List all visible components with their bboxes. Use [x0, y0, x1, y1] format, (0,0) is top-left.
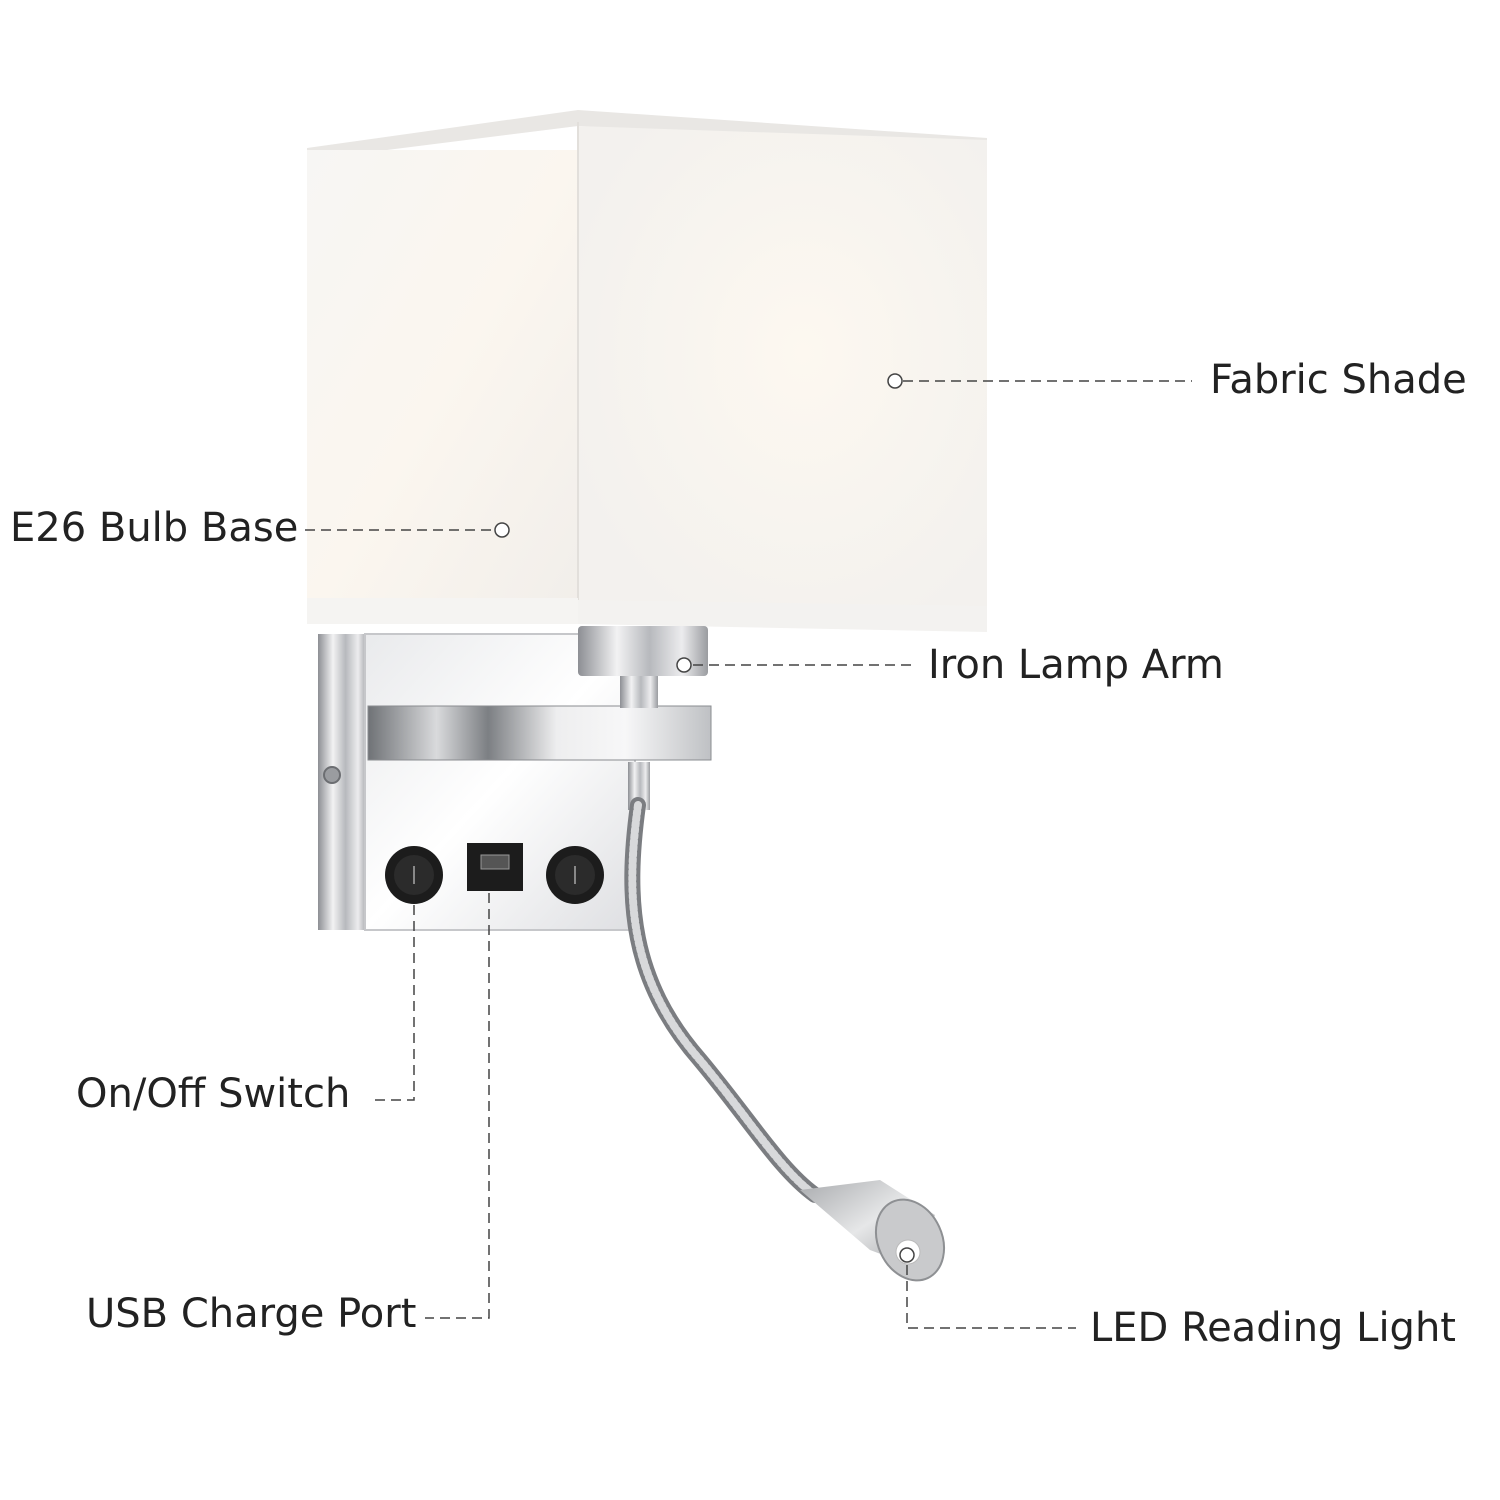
- marker-fabric-shade: [887, 373, 903, 389]
- usb-port-label: USB Charge Port: [86, 1291, 417, 1337]
- iron-lamp-arm: [578, 626, 708, 708]
- marker-lamp-arm: [676, 657, 692, 673]
- leader-reading-light: [906, 1265, 1076, 1329]
- reading-light-switch[interactable]: [546, 846, 604, 904]
- lamp-arm-label: Iron Lamp Arm: [928, 642, 1224, 688]
- marker-bulb-base: [494, 522, 510, 538]
- fabric-shade: [307, 110, 987, 632]
- lamp-arm-bar: [367, 705, 712, 761]
- leader-switch: [370, 905, 415, 1101]
- gooseneck-arm: [624, 762, 823, 1203]
- leader-usb: [425, 893, 490, 1319]
- callout-markers: [494, 373, 915, 1263]
- screw-icon: [323, 766, 341, 784]
- on-off-switch[interactable]: [385, 846, 443, 904]
- switch-label: On/Off Switch: [76, 1071, 351, 1117]
- marker-reading-light: [899, 1247, 915, 1263]
- leader-lines: [305, 380, 1192, 1329]
- fabric-shade-label: Fabric Shade: [1210, 357, 1467, 403]
- usb-charge-port[interactable]: [467, 843, 523, 891]
- bulb-base-label: E26 Bulb Base: [10, 505, 299, 551]
- led-reading-light: [800, 1180, 946, 1282]
- reading-light-label: LED Reading Light: [1090, 1305, 1456, 1351]
